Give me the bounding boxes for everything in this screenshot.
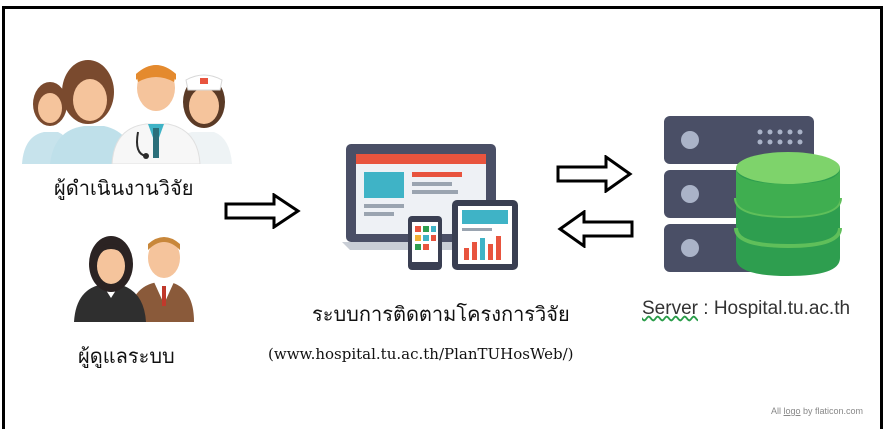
system-url: (www.hospital.tu.ac.th/PlanTUHosWeb/) (268, 345, 574, 363)
researchers-label: ผู้ดำเนินงานวิจัย (54, 176, 194, 200)
server-host: Hospital.tu.ac.th (713, 298, 851, 319)
server-database-icon (664, 116, 842, 276)
arrow-left-icon (557, 210, 634, 248)
attribution-credit: All logo by flaticon.com (771, 406, 863, 416)
admins-label: ผู้ดูแลระบบ (78, 344, 175, 368)
credit-prefix: All (771, 406, 784, 416)
medical-staff-group-icon (22, 60, 232, 164)
credit-suffix: by flaticon.com (800, 406, 864, 416)
credit-link[interactable]: logo (783, 406, 801, 416)
laptop-tablet-phone-icon (342, 144, 518, 270)
system-name: ระบบการติดตามโครงการวิจัย (312, 302, 570, 326)
server-label: Server : Hospital.tu.ac.th (642, 298, 850, 320)
diagram-frame (2, 6, 883, 429)
server-prefix: Server (642, 298, 698, 319)
server-separator: : (697, 298, 714, 319)
arrow-right-icon (224, 193, 301, 229)
business-people-icon (74, 236, 194, 322)
arrow-right-icon (556, 155, 633, 193)
